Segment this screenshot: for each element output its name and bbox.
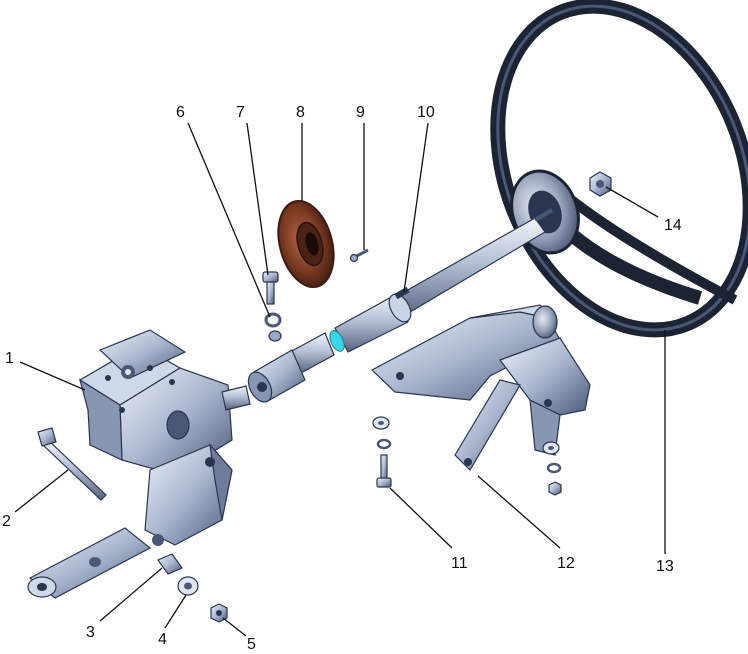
steering-shaft [329,208,554,353]
callout-4: 4 [158,631,167,648]
steering-gear-housing [78,329,251,546]
leader-2 [14,469,69,513]
shaft-end-highlight [329,330,345,352]
leader-10 [403,122,429,293]
callout-2: 2 [2,513,11,530]
screw-9 [349,248,369,263]
bolt-7 [262,271,279,305]
washer [177,576,199,596]
leader-4 [164,594,187,629]
leader-7 [246,122,269,276]
leader-3 [99,567,163,622]
leader-5 [222,617,247,637]
bracket-bolt [372,416,392,488]
shaft-slot [394,286,410,300]
seal [277,199,335,289]
leader-11 [389,487,453,549]
leader-6 [187,122,271,318]
callout-11: 11 [451,555,468,572]
leader-lines [14,122,666,637]
callout-12: 12 [557,555,575,572]
callout-3: 3 [86,624,95,641]
steering-wheel [490,0,748,338]
callout-14: 14 [664,217,682,234]
callout-labels: 1 2 3 4 5 6 7 8 9 10 11 12 13 14 [2,104,682,653]
callout-8: 8 [296,104,305,121]
lock-plate [157,553,183,575]
intermediate-shaft [247,332,335,403]
nut [210,603,228,623]
callout-1: 1 [5,350,14,367]
mounting-bolt [37,427,107,501]
steering-column-bracket [370,304,591,471]
callout-9: 9 [356,104,365,121]
callout-13: 13 [656,558,674,575]
callout-5: 5 [247,636,256,653]
callout-6: 6 [176,104,185,121]
bracket-washers [542,441,562,496]
leader-12 [477,475,561,549]
leader-14 [605,186,659,218]
pitman-arm [27,527,152,599]
callout-7: 7 [236,104,245,121]
callout-10: 10 [417,104,435,121]
leader-1 [19,361,86,391]
wheel-nut [589,171,612,197]
spring-washer [264,312,282,342]
